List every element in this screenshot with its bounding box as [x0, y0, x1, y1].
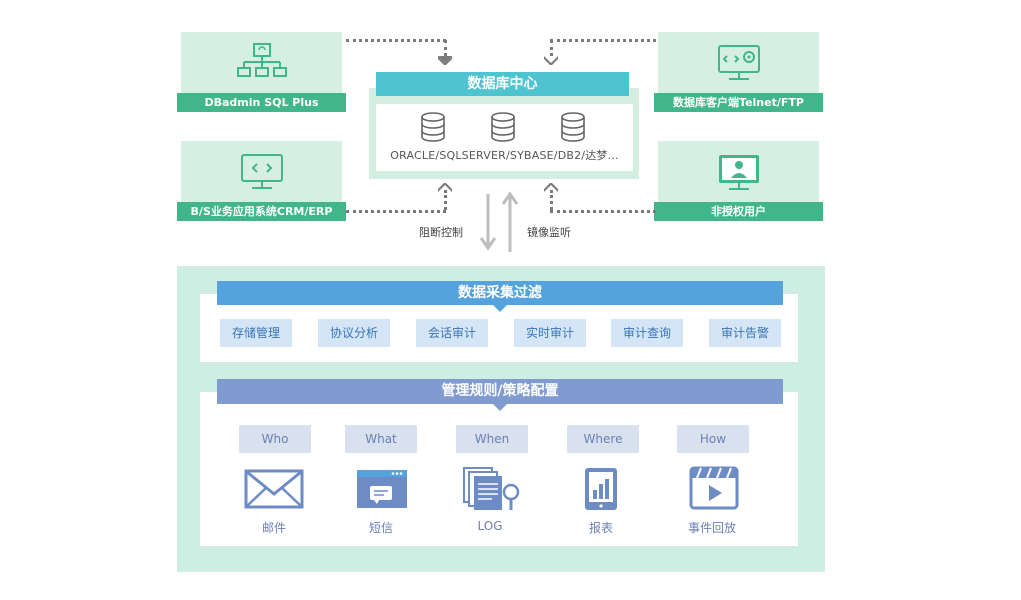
user-monitor-icon — [713, 151, 765, 197]
db-client-node: 数据库客户端Telnet/FTP — [654, 32, 823, 112]
chevron-up-icon — [544, 183, 558, 192]
rule-item: When — [456, 425, 528, 453]
code-settings-monitor-icon — [713, 42, 765, 88]
collection-item: 会话审计 — [416, 319, 488, 347]
database-icon — [491, 112, 515, 142]
sms-icon — [357, 470, 407, 508]
unauthorized-label: 非授权用户 — [654, 202, 823, 221]
mirror-listen-label: 镜像监听 — [527, 226, 571, 239]
db-client-label: 数据库客户端Telnet/FTP — [654, 93, 823, 112]
collection-item: 存储管理 — [220, 319, 292, 347]
collection-item: 实时审计 — [514, 319, 586, 347]
collection-item: 协议分析 — [318, 319, 390, 347]
bs-app-node: B/S业务应用系统CRM/ERP — [177, 141, 346, 221]
dbadmin-node: DBadmin SQL Plus — [177, 32, 346, 112]
block-control-label: 阻断控制 — [419, 226, 463, 239]
bs-app-label: B/S业务应用系统CRM/ERP — [177, 202, 346, 221]
bidirectional-arrows-icon — [479, 191, 519, 252]
unauthorized-node: 非授权用户 — [654, 141, 823, 221]
output-label: LOG — [477, 519, 503, 533]
dbadmin-label: DBadmin SQL Plus — [177, 93, 346, 112]
collection-item: 审计告警 — [709, 319, 781, 347]
log-search-icon — [463, 467, 520, 510]
db-types-text: ORACLE/SQLSERVER/SYBASE/DB2/达梦... — [390, 149, 619, 162]
chevron-down-icon — [544, 56, 558, 65]
chevron-up-icon — [438, 183, 452, 192]
rule-item: How — [677, 425, 749, 453]
db-center-panel — [376, 104, 633, 171]
collection-item: 审计查询 — [611, 319, 683, 347]
video-replay-icon — [689, 466, 739, 510]
database-icon — [561, 112, 585, 142]
connector-bottom-left — [346, 210, 446, 213]
rules-title: 管理规则/策略配置 — [217, 379, 783, 404]
db-center-title: 数据库中心 — [376, 72, 629, 96]
email-icon — [244, 469, 304, 509]
rule-item: Where — [567, 425, 639, 453]
output-label: 事件回放 — [687, 521, 736, 535]
sitemap-icon — [236, 42, 288, 88]
output-label: 短信 — [368, 521, 393, 535]
connector-bottom-right — [550, 210, 656, 213]
rule-item: Who — [239, 425, 311, 453]
output-label: 报表 — [588, 521, 613, 535]
output-label: 邮件 — [261, 521, 286, 535]
rule-item: What — [345, 425, 417, 453]
chevron-down-icon — [438, 56, 452, 65]
code-monitor-icon — [236, 151, 288, 197]
database-icon — [421, 112, 445, 142]
connector-top-left — [346, 39, 446, 42]
report-tablet-icon — [585, 468, 617, 510]
collection-title: 数据采集过滤 — [217, 281, 783, 305]
connector-top-right — [550, 39, 656, 42]
